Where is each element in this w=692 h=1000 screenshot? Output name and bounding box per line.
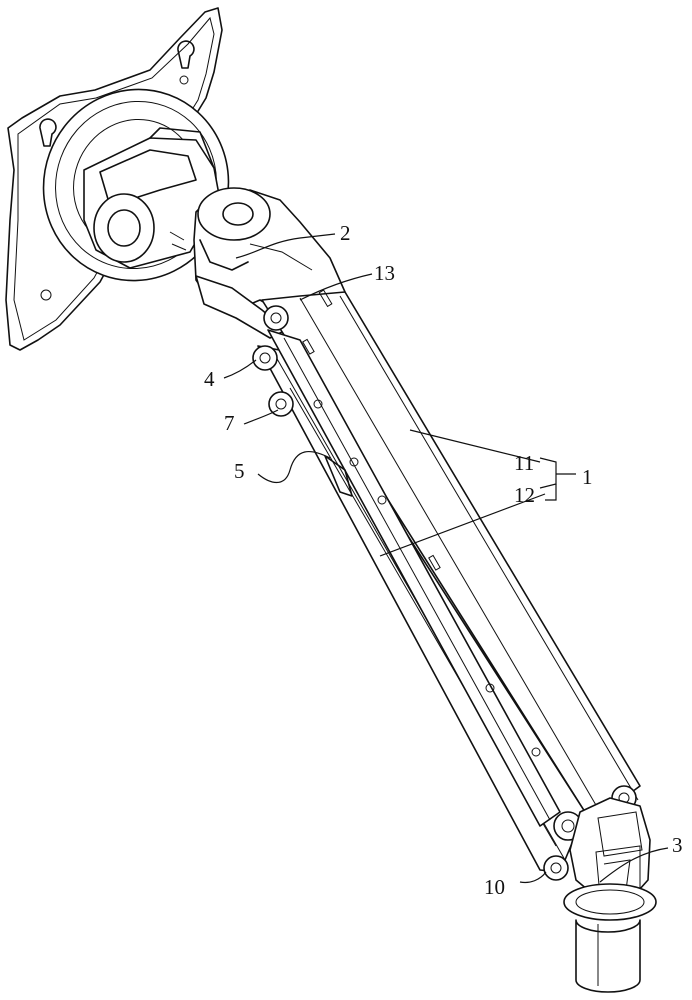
mounting-post [564, 884, 656, 992]
arm-segment-11 [262, 290, 640, 812]
label-13: 13 [374, 261, 395, 285]
label-11: 11 [514, 451, 534, 475]
label-3: 3 [672, 833, 683, 857]
label-1: 1 [582, 465, 593, 489]
label-4: 4 [204, 367, 215, 391]
label-5: 5 [234, 459, 245, 483]
label-2: 2 [340, 221, 351, 245]
label-10: 10 [484, 875, 505, 899]
label-7: 7 [224, 411, 235, 435]
label-12: 12 [514, 483, 535, 507]
